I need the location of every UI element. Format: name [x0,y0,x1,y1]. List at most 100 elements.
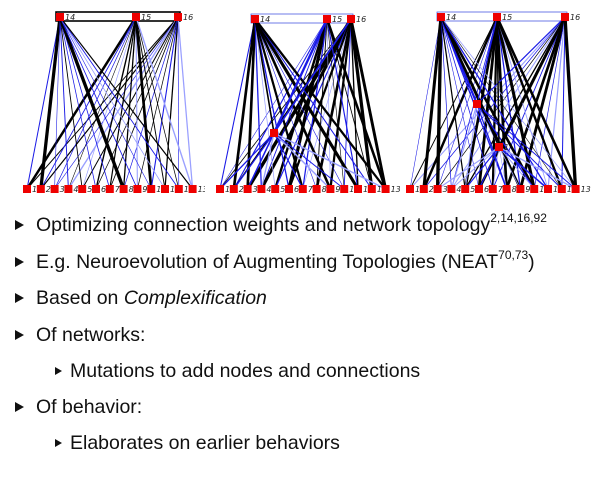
connection-edge [177,16,194,190]
connection-edge [59,16,97,190]
connection-edge [497,16,567,148]
bullet-triangle-icon [15,257,24,267]
input-node [285,185,293,193]
output-node [347,15,355,23]
input-node [354,185,362,193]
connection-edge [495,16,536,190]
connection-edge [59,16,69,190]
node-label: 16 [183,13,193,22]
connection-edge [498,146,535,190]
connection-edge [95,16,137,190]
node-label: 13 [391,185,400,194]
connection-edge [59,16,194,190]
connection-edge [59,16,138,190]
connection-edge [273,132,304,190]
node-label: 14 [65,13,75,22]
bullet-text: Mutations to add nodes and connections [70,360,421,382]
input-node [571,185,580,193]
connection-edge [233,132,275,190]
node-label: 1 [363,185,368,194]
node-label: 7 [308,185,314,194]
connection-edge [498,146,576,190]
connection-edge [254,18,317,190]
node-label: 16 [356,15,366,24]
input-node [475,185,483,193]
connection-edge [59,16,83,190]
connection-edge [478,146,500,190]
connection-edge [422,16,443,190]
connection-edge [498,146,507,190]
output-node [323,15,331,23]
connection-edge [326,18,331,190]
connection-edge [232,18,257,190]
connection-edge [440,16,480,190]
input-node [433,185,442,193]
connection-edge [254,18,387,190]
connection-edge [59,16,180,190]
bullet-triangle-icon [15,330,24,340]
citation: 70,73 [498,248,529,262]
input-node [406,185,414,193]
emphasis-term: Complexification [123,287,267,309]
bullet-text: Optimizing connection weights and networ… [36,211,547,236]
node-label: 14 [260,15,270,24]
node-label: 5 [87,185,92,194]
connection-edge [302,18,328,190]
connection-edge [476,16,566,105]
node-label: 3 [443,185,448,194]
node-label: 9 [525,185,530,194]
connection-edge [273,132,345,190]
node-label: 8 [129,185,134,194]
connection-edge [476,103,576,190]
connection-edge [135,16,194,190]
node-label: 3 [253,185,258,194]
connection-edge [135,16,166,190]
connection-edge [40,16,137,190]
node-label: 1 [567,185,572,194]
input-node [147,185,156,193]
input-node [312,185,321,193]
connection-edge [409,16,442,190]
node-label: 16 [570,13,580,22]
connection-edge [450,103,478,190]
connection-edge [495,16,563,190]
connection-edge [135,16,138,190]
connection-edge [26,16,61,190]
input-node [298,185,307,193]
connection-edge [135,16,180,190]
connection-edge [563,16,578,190]
connection-edge [325,18,387,190]
input-node [530,185,539,193]
citation: 2,14,16,92 [490,211,547,225]
node-label: 9 [335,185,340,194]
input-node [78,185,87,193]
sub-bullet-triangle-icon [55,367,62,375]
connection-edge [343,18,352,190]
node-label: 9 [142,185,147,194]
input-node [50,185,59,193]
connection-edge [219,132,275,190]
hidden-node [473,100,481,108]
connection-edge [495,16,508,190]
input-node [105,185,114,193]
connection-edge [254,18,276,190]
connection-edge [273,132,331,190]
bullet-text: Elaborates on earlier behaviors [70,432,340,454]
connection-edge [246,18,257,190]
connection-edge [349,18,388,190]
node-label: 1 [170,185,175,194]
input-node [381,185,390,193]
input-node [516,185,525,193]
connection-edge [219,18,256,190]
connection-edge [496,16,500,148]
connection-edge [349,18,374,190]
connection-edge [54,16,61,190]
bullet-text: Based on Complexification [36,287,267,309]
input-node [419,185,428,193]
node-label: 15 [502,13,512,22]
connection-edge [254,18,275,134]
input-node [447,185,456,193]
node-label: 1 [349,185,354,194]
input-node [544,185,552,193]
node-label: 13 [198,185,205,194]
